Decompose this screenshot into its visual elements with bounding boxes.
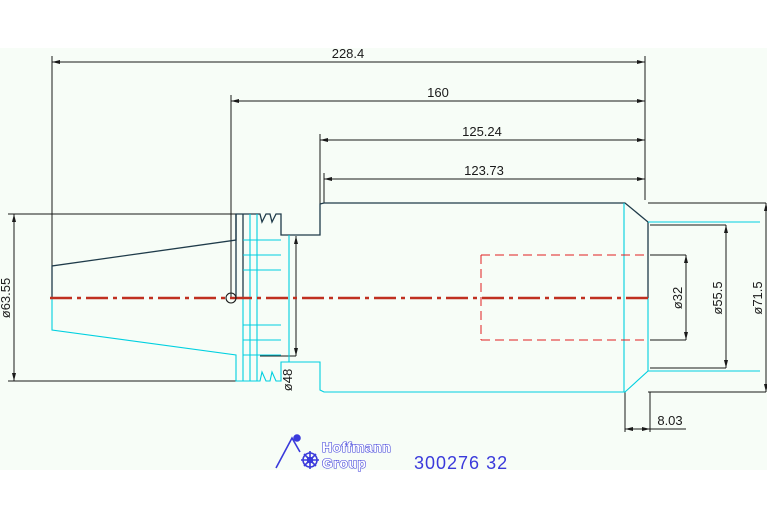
upper-outline [51, 202, 649, 298]
dim-diameter-32: ø32 [670, 287, 685, 309]
dim-diameter-55: ø55.5 [710, 281, 725, 314]
dim-diameter-63: ø63.55 [0, 278, 13, 318]
drawing-background [0, 48, 767, 470]
dim-length-125: 125.24 [462, 124, 502, 139]
dim-diameter-71: ø71.5 [750, 281, 765, 314]
logo-line-1: Hoffmann [322, 439, 391, 455]
dim-overall-length: 228.4 [332, 46, 365, 61]
datum-circle [225, 292, 237, 304]
dimension-arrows [12, 60, 767, 431]
dim-chamfer: 8.03 [657, 413, 682, 428]
part-number: 300276 32 [414, 453, 508, 473]
lower-outline [51, 203, 760, 393]
dim-length-160: 160 [427, 85, 449, 100]
logo-emblem-icon [275, 434, 319, 469]
dimension-lines [8, 56, 767, 432]
dim-diameter-48: ø48 [280, 369, 295, 391]
dim-length-123: 123.73 [464, 163, 504, 178]
hidden-bore [480, 254, 648, 341]
logo-line-2: Group [322, 455, 367, 471]
hoffmann-logo: Hoffmann Group [275, 434, 391, 472]
